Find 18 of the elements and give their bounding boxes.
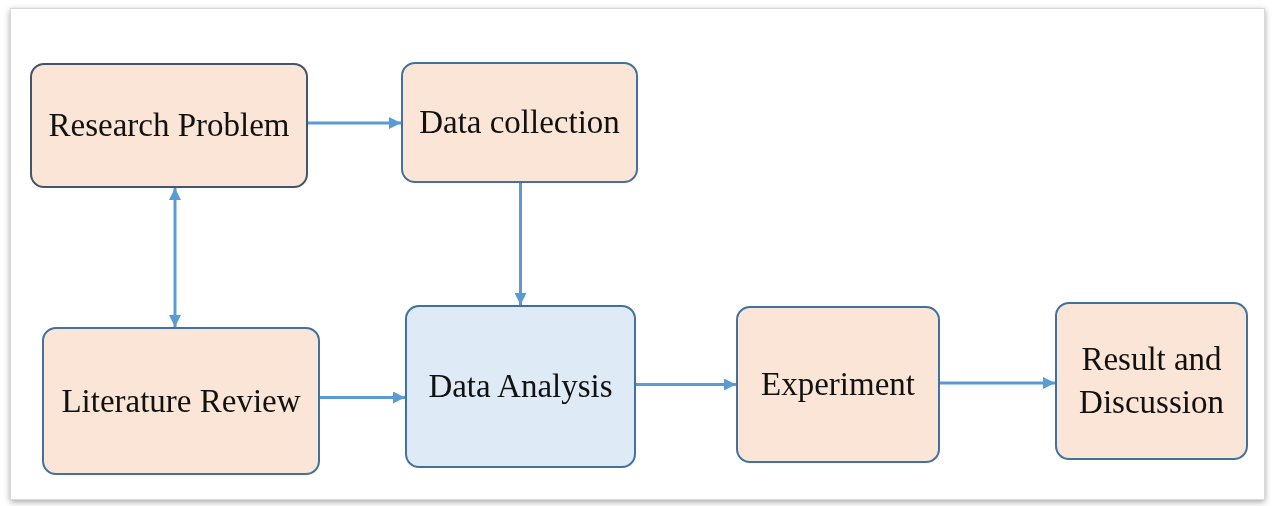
arrow — [169, 188, 181, 327]
process-box — [42, 327, 320, 475]
arrow — [308, 117, 401, 129]
arrow — [514, 183, 527, 305]
box-label: Experiment — [761, 365, 915, 405]
process-box — [1055, 302, 1248, 460]
process-box — [405, 305, 636, 468]
process-box — [401, 62, 638, 183]
box-label: Result and Discussion — [1078, 340, 1225, 422]
process-box — [736, 306, 940, 463]
arrow — [636, 378, 736, 391]
box-label: Data collection — [419, 103, 620, 143]
box-label: Data Analysis — [428, 367, 613, 407]
arrow — [940, 377, 1055, 389]
arrow — [320, 391, 405, 404]
process-box — [30, 63, 308, 188]
box-label: Literature Review — [61, 381, 301, 421]
box-label: Research Problem — [48, 106, 290, 146]
